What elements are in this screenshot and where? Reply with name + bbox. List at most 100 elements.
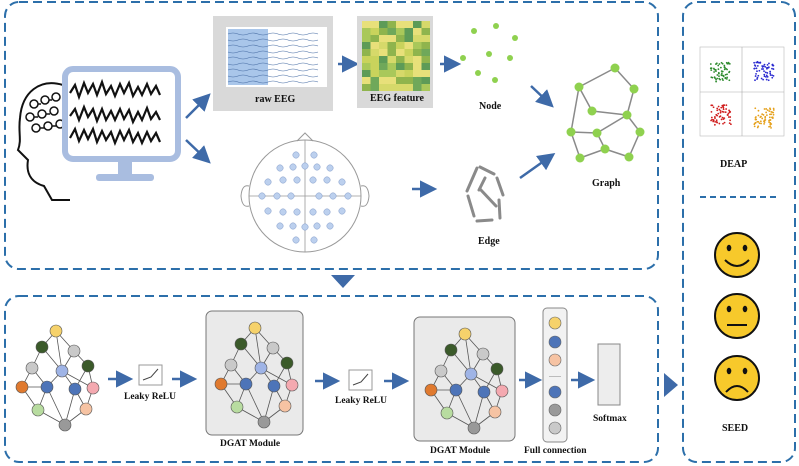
graph-node bbox=[55, 364, 69, 378]
heatmap-cell bbox=[379, 63, 388, 70]
deap-point bbox=[723, 66, 726, 68]
bottom-panel-border bbox=[4, 295, 659, 463]
deap-point bbox=[719, 115, 722, 117]
electrode bbox=[326, 222, 334, 230]
heatmap-cell bbox=[404, 28, 413, 35]
deap-point bbox=[765, 111, 768, 114]
neutral-face-icon bbox=[714, 293, 760, 339]
heatmap-cell bbox=[379, 28, 388, 35]
deap-point bbox=[712, 118, 715, 121]
graph-node bbox=[234, 337, 248, 351]
full-connection-label: Full connection bbox=[524, 446, 587, 456]
heatmap-cell bbox=[370, 35, 379, 42]
deap-point bbox=[725, 104, 728, 107]
deap-point bbox=[757, 121, 760, 123]
graph-node bbox=[224, 358, 238, 372]
deap-point bbox=[756, 65, 759, 67]
deap-point bbox=[717, 68, 720, 71]
graph-node bbox=[35, 340, 49, 354]
heatmap-cell bbox=[396, 70, 405, 77]
deap-point bbox=[772, 68, 775, 70]
deap-point bbox=[761, 117, 764, 120]
heatmap-cell bbox=[370, 21, 379, 28]
electrode bbox=[276, 164, 284, 172]
deap-point bbox=[710, 67, 713, 70]
heatmap-cell bbox=[370, 56, 379, 63]
electrode bbox=[329, 192, 337, 200]
electrode bbox=[287, 192, 295, 200]
deap-point bbox=[722, 74, 725, 77]
heatmap-cell bbox=[421, 49, 430, 56]
heatmap-cell bbox=[387, 42, 396, 49]
deap-point bbox=[771, 74, 773, 77]
graph-node bbox=[40, 380, 54, 394]
deap-point bbox=[759, 120, 762, 123]
graph-node bbox=[230, 400, 244, 414]
deap-point bbox=[728, 109, 730, 112]
electrode bbox=[313, 163, 321, 171]
deap-point bbox=[718, 63, 721, 65]
deap-point bbox=[712, 106, 715, 109]
head-monitor-icon bbox=[16, 66, 181, 201]
electrode bbox=[310, 236, 318, 244]
electrode bbox=[258, 192, 266, 200]
heatmap-cell bbox=[379, 84, 388, 91]
heatmap-cell bbox=[421, 77, 430, 84]
deap-point bbox=[725, 108, 728, 110]
deap-point bbox=[771, 64, 774, 67]
graph-node bbox=[248, 321, 262, 335]
sad-face-icon bbox=[714, 355, 760, 401]
deap-point bbox=[766, 63, 769, 66]
heatmap-cell bbox=[421, 84, 430, 91]
heatmap-cell bbox=[362, 77, 371, 84]
electrode bbox=[276, 222, 284, 230]
heatmap-cell bbox=[413, 84, 422, 91]
deap-point bbox=[754, 118, 757, 121]
softmax-label: Softmax bbox=[593, 414, 627, 424]
deap-point bbox=[759, 61, 762, 64]
heatmap-cell bbox=[396, 42, 405, 49]
deap-point bbox=[717, 112, 720, 115]
deap-point bbox=[719, 110, 722, 112]
deap-point bbox=[728, 79, 731, 82]
dgat-module-1-label: DGAT Module bbox=[220, 439, 281, 449]
heatmap-cell bbox=[387, 49, 396, 56]
deap-point bbox=[713, 115, 716, 118]
electrode bbox=[344, 192, 352, 200]
deap-point bbox=[727, 112, 730, 115]
heatmap-cell bbox=[379, 21, 388, 28]
deap-point bbox=[759, 116, 762, 118]
leaky-relu-icon-1 bbox=[138, 364, 163, 386]
deap-point bbox=[718, 77, 721, 80]
deap-point bbox=[768, 116, 771, 119]
deap-point bbox=[714, 120, 717, 123]
dgat-module-1-box bbox=[205, 310, 304, 436]
deap-point bbox=[754, 75, 757, 77]
deap-point bbox=[729, 110, 732, 113]
deap-point bbox=[715, 78, 717, 81]
heatmap-cell bbox=[413, 56, 422, 63]
graph-edge bbox=[245, 383, 265, 423]
heatmap-cell bbox=[396, 35, 405, 42]
deap-point bbox=[726, 73, 728, 76]
graph-node bbox=[476, 347, 490, 361]
electrode bbox=[264, 178, 272, 186]
heatmap-cell bbox=[362, 42, 371, 49]
electrode bbox=[323, 176, 331, 184]
deap-point bbox=[754, 79, 756, 82]
graph-node bbox=[254, 361, 268, 375]
deap-point bbox=[770, 111, 773, 113]
deap-point bbox=[729, 119, 732, 122]
deap-point bbox=[761, 113, 764, 116]
deap-point bbox=[770, 126, 772, 129]
heatmap-cell bbox=[362, 49, 371, 56]
leaky-relu-label-1: Leaky ReLU bbox=[124, 392, 176, 402]
deap-point bbox=[756, 76, 759, 79]
heatmap-cell bbox=[404, 77, 413, 84]
deap-point bbox=[721, 77, 724, 80]
heatmap-cell bbox=[362, 35, 371, 42]
deap-point bbox=[771, 67, 773, 70]
deap-point bbox=[763, 119, 766, 122]
graph-node bbox=[488, 405, 502, 419]
electrode-head-map bbox=[240, 132, 370, 253]
